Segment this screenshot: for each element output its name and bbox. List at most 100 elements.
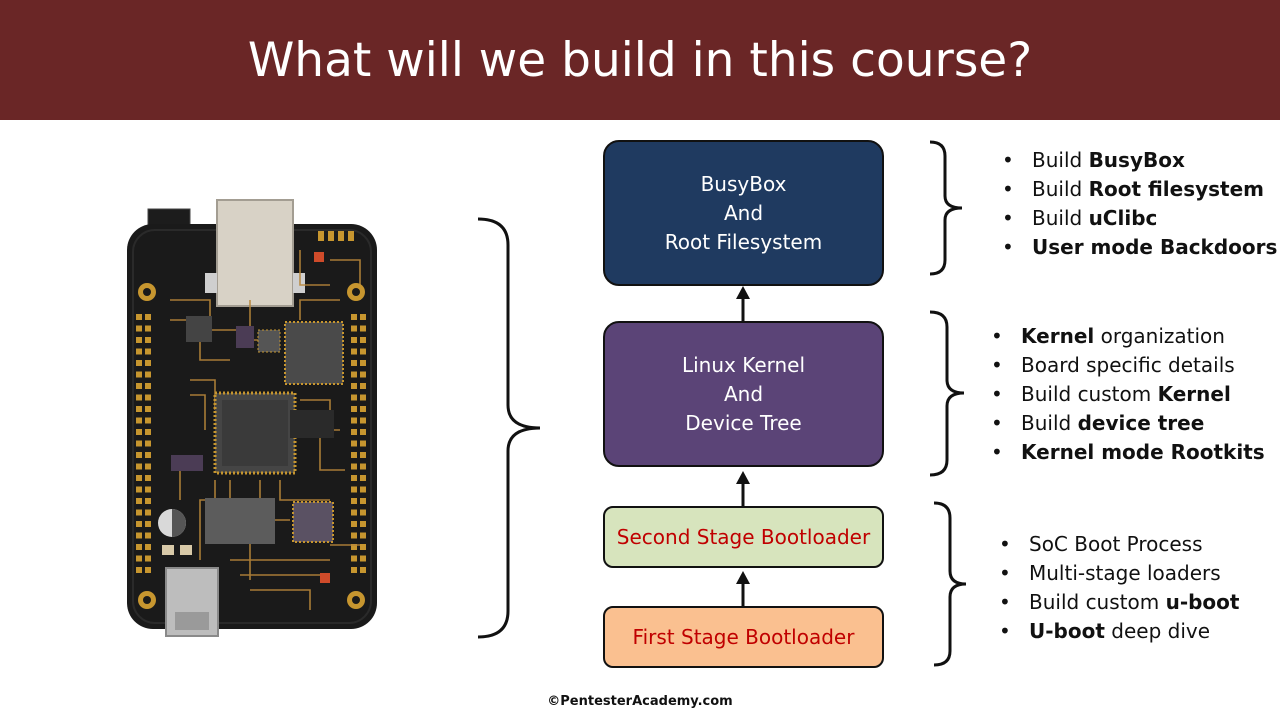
header-pin bbox=[145, 383, 151, 389]
header-pin bbox=[145, 532, 151, 539]
box-line: And bbox=[723, 200, 764, 225]
header-pin bbox=[136, 360, 142, 366]
bullet-item: Board specific details bbox=[991, 351, 1265, 380]
header-pin bbox=[351, 383, 357, 389]
box-line: And bbox=[723, 381, 764, 406]
header-pin bbox=[136, 325, 142, 332]
header-pin bbox=[360, 406, 366, 412]
header-pin bbox=[351, 417, 357, 424]
header-pin bbox=[136, 555, 142, 562]
bullet-item: SoC Boot Process bbox=[999, 530, 1239, 559]
header-pin bbox=[360, 383, 366, 389]
header-pin bbox=[360, 429, 366, 435]
header-pin bbox=[360, 498, 366, 504]
busybox-bullet-list: Build BusyBoxBuild Root filesystemBuild … bbox=[1002, 146, 1277, 262]
header-pin bbox=[136, 452, 142, 458]
header-pin bbox=[136, 337, 142, 343]
header-pin bbox=[351, 567, 357, 573]
header-pin bbox=[360, 555, 366, 562]
header-pin bbox=[145, 394, 151, 401]
header-pin bbox=[351, 440, 357, 447]
header-pin bbox=[360, 371, 366, 378]
header-pin bbox=[360, 348, 366, 355]
header-pin bbox=[351, 521, 357, 527]
box-line: First Stage Bootloader bbox=[632, 624, 855, 649]
bullet-item: Kernel organization bbox=[991, 322, 1265, 351]
header-pin bbox=[136, 383, 142, 389]
up-arrow bbox=[736, 571, 750, 606]
bootloader-bullet-list: SoC Boot ProcessMulti-stage loadersBuild… bbox=[999, 530, 1239, 646]
up-arrow bbox=[736, 286, 750, 321]
header-pin bbox=[145, 509, 151, 516]
header-pin bbox=[360, 314, 366, 320]
copyright-footer: ©PentesterAcademy.com bbox=[547, 694, 733, 709]
bullet-item: Build uClibc bbox=[1002, 204, 1277, 233]
box-line: Root Filesystem bbox=[664, 229, 823, 254]
bullet-item: Build custom u-boot bbox=[999, 588, 1239, 617]
header-pin bbox=[351, 463, 357, 470]
header-pin bbox=[351, 314, 357, 320]
header-pin bbox=[351, 337, 357, 343]
bullet-item: Kernel mode Rootkits bbox=[991, 438, 1265, 467]
header-pin bbox=[360, 463, 366, 470]
header-pin bbox=[145, 452, 151, 458]
header-pin bbox=[136, 475, 142, 481]
header-pin bbox=[351, 452, 357, 458]
bullet-item: Build Root filesystem bbox=[1002, 175, 1277, 204]
header-pin bbox=[136, 429, 142, 435]
bullet-item: Build custom Kernel bbox=[991, 380, 1265, 409]
kernel-bullet-list: Kernel organizationBoard specific detail… bbox=[991, 322, 1265, 467]
header-pin bbox=[145, 337, 151, 343]
header-pin bbox=[136, 544, 142, 550]
header-pin bbox=[145, 440, 151, 447]
header-pin bbox=[136, 314, 142, 320]
header-pin bbox=[351, 371, 357, 378]
header-pin bbox=[145, 521, 151, 527]
header-pin bbox=[136, 394, 142, 401]
bullet-item: Build device tree bbox=[991, 409, 1265, 438]
header-pin bbox=[360, 475, 366, 481]
header-pin bbox=[145, 429, 151, 435]
header-pin bbox=[145, 314, 151, 320]
box-line: Second Stage Bootloader bbox=[616, 524, 871, 549]
box-line: BusyBox bbox=[700, 171, 787, 196]
header-pin bbox=[136, 348, 142, 355]
curly-brace bbox=[933, 501, 967, 667]
header-pin bbox=[136, 440, 142, 447]
header-pin bbox=[145, 360, 151, 366]
bullet-item: User mode Backdoors bbox=[1002, 233, 1277, 262]
header-pin bbox=[360, 417, 366, 424]
header-pin bbox=[145, 567, 151, 573]
header-pin bbox=[360, 325, 366, 332]
header-pin bbox=[136, 371, 142, 378]
slide-title: What will we build in this course? bbox=[247, 32, 1033, 88]
header-pin bbox=[351, 555, 357, 562]
header-pin bbox=[351, 406, 357, 412]
header-pin bbox=[351, 360, 357, 366]
header-pin bbox=[136, 498, 142, 504]
header-pin bbox=[360, 486, 366, 493]
development-board-illustration bbox=[127, 199, 377, 637]
header-pin bbox=[360, 544, 366, 550]
header-pin bbox=[136, 567, 142, 573]
second-stage-bootloader-box: Second Stage Bootloader bbox=[603, 506, 884, 568]
box-line: Device Tree bbox=[685, 410, 802, 435]
curly-brace bbox=[929, 310, 965, 477]
header-pin bbox=[360, 521, 366, 527]
header-pin bbox=[145, 555, 151, 562]
busybox-rootfs-box: BusyBox And Root Filesystem bbox=[603, 140, 884, 286]
header-pin bbox=[351, 498, 357, 504]
header-pin bbox=[145, 475, 151, 481]
curly-brace bbox=[929, 140, 963, 276]
header-pin bbox=[145, 371, 151, 378]
header-pin bbox=[360, 337, 366, 343]
bullet-item: Build BusyBox bbox=[1002, 146, 1277, 175]
kernel-devicetree-box: Linux Kernel And Device Tree bbox=[603, 321, 884, 467]
header-pin bbox=[136, 406, 142, 412]
header-pin bbox=[351, 486, 357, 493]
header-pin bbox=[145, 417, 151, 424]
header-pin bbox=[360, 567, 366, 573]
curly-brace bbox=[477, 217, 541, 639]
header-pin bbox=[136, 521, 142, 527]
